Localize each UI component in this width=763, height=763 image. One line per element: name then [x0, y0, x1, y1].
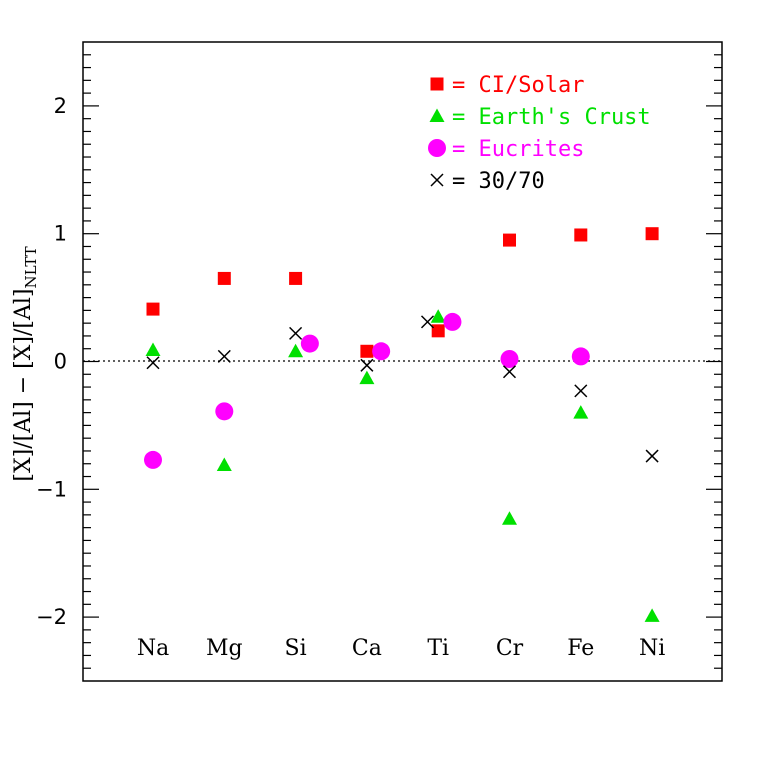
- legend-label-30-70: = 30/70: [452, 169, 545, 194]
- 30-70-point-na: [146, 356, 160, 370]
- 30-70-point-ti: [420, 315, 435, 329]
- category-label-mg: Mg: [206, 636, 243, 661]
- y-tick-label: −1: [36, 477, 67, 501]
- eucrites-point-si: [300, 334, 319, 353]
- ci-solar-point-na: [146, 302, 160, 316]
- category-label-ni: Ni: [639, 636, 665, 661]
- legend-marker-30-70: [430, 173, 444, 187]
- eucrites-point-ca: [372, 342, 391, 361]
- ci-solar-point-fe: [574, 228, 588, 242]
- legend-marker-eucrites: [428, 139, 446, 157]
- category-labels: Na Mg Si Ca Ti Cr Fe Ni: [137, 636, 665, 661]
- data-marks: [144, 227, 660, 622]
- 30-70-point-ca: [360, 358, 374, 372]
- 30-70-point-mg: [217, 349, 231, 363]
- ci-solar-point-si: [289, 271, 303, 285]
- earth-s-crust-point-ni: [644, 608, 660, 622]
- ci-solar-point-mg: [217, 271, 231, 285]
- category-label-ca: Ca: [352, 636, 382, 661]
- y-axis-label-main: [X]/[Al] − [X]/[Al]: [11, 289, 36, 482]
- category-label-fe: Fe: [567, 636, 594, 661]
- eucrites-point-mg: [215, 402, 234, 421]
- legend-label-eucrites: = Eucrites: [452, 137, 584, 162]
- y-tick-label: −2: [36, 605, 67, 629]
- legend-label-earth-s-crust: = Earth's Crust: [452, 105, 651, 130]
- category-label-si: Si: [285, 636, 307, 661]
- legend: = CI/Solar = Earth's Crust = Eucrites = 30/…: [428, 73, 651, 194]
- 30-70-point-fe: [574, 384, 588, 398]
- legend-label-ci-solar: = CI/Solar: [452, 73, 584, 98]
- eucrites-point-ti: [443, 312, 462, 331]
- category-label-cr: Cr: [496, 636, 524, 661]
- category-label-na: Na: [137, 636, 169, 661]
- legend-marker-ci-solar: [430, 77, 444, 91]
- earth-s-crust-point-mg: [216, 457, 232, 472]
- ci-solar-point-ni: [645, 227, 659, 241]
- eucrites-point-na: [144, 450, 162, 469]
- y-tick-label: 2: [54, 94, 67, 118]
- eucrites-point-cr: [500, 349, 519, 368]
- earth-s-crust-point-ti: [430, 309, 446, 323]
- earth-s-crust-point-ca: [359, 370, 375, 385]
- category-label-ti: Ti: [427, 636, 449, 661]
- legend-marker-earth-s-crust: [429, 108, 445, 122]
- y-tick-label: 0: [54, 350, 67, 374]
- y-tick-label: 1: [54, 222, 67, 246]
- y-axis-label-subscript: NLTT: [22, 246, 40, 288]
- ci-solar-point-ca: [360, 344, 374, 358]
- ci-solar-point-ti: [431, 324, 445, 338]
- 30-70-point-si: [289, 326, 303, 340]
- earth-s-crust-point-na: [145, 342, 161, 356]
- 30-70-point-cr: [502, 365, 517, 379]
- y-axis-label: [X]/[Al] − [X]/[Al]NLTT: [11, 246, 40, 481]
- eucrites-point-fe: [571, 347, 590, 366]
- 30-70-point-ni: [645, 449, 659, 463]
- axis-ticks: [83, 54, 722, 669]
- ci-solar-point-cr: [503, 233, 516, 247]
- earth-s-crust-point-fe: [573, 405, 589, 419]
- earth-s-crust-point-cr: [502, 511, 517, 525]
- earth-s-crust-point-si: [288, 343, 304, 358]
- y-tick-labels: −2 −1 0 1 2: [36, 94, 67, 629]
